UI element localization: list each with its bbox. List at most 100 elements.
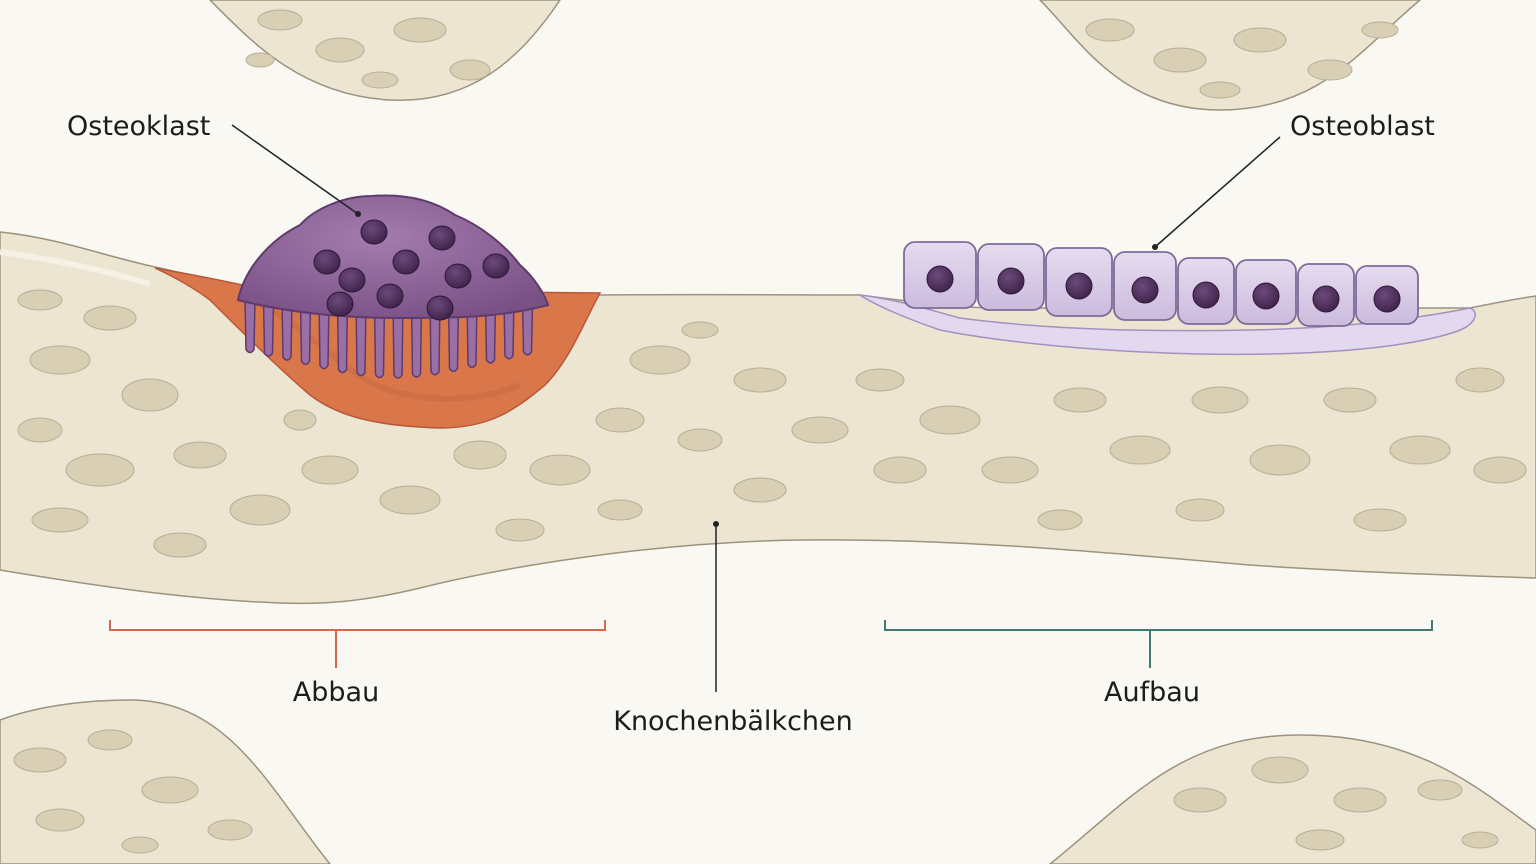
bone-surface-highlight xyxy=(0,249,151,287)
bone-pore xyxy=(1323,387,1377,413)
bone-pore xyxy=(315,37,365,63)
osteoblast-cell xyxy=(1235,259,1297,325)
bone-pore xyxy=(245,52,275,68)
trabecula-label: Knochenbälkchen xyxy=(613,706,853,737)
osteoblast-nucleus xyxy=(1131,276,1159,304)
bone-pore xyxy=(121,378,179,412)
bone-pores xyxy=(245,9,491,89)
bone-pore xyxy=(1175,498,1225,522)
osteoblast-row xyxy=(903,241,1419,327)
bone-pore xyxy=(981,456,1039,484)
bone-pore xyxy=(1361,21,1399,39)
ruffled-border-finger xyxy=(355,299,367,377)
bone-pore xyxy=(87,729,133,751)
bone-pore xyxy=(1295,829,1345,851)
bone-pore xyxy=(1455,367,1505,393)
osteoclast-nucleus xyxy=(428,225,456,251)
bone-pore xyxy=(173,441,227,469)
bone-pore xyxy=(31,507,89,533)
osteoblast-cell xyxy=(1297,263,1355,327)
bone-pore xyxy=(1251,756,1309,784)
ruffled-border xyxy=(244,299,534,379)
bone-pore xyxy=(283,409,317,431)
bone-pore xyxy=(29,345,91,375)
osteoblast-label: Osteoblast xyxy=(1290,111,1435,142)
bone-pore xyxy=(1461,831,1499,849)
bone-pore xyxy=(1473,456,1527,484)
osteoclast-body xyxy=(236,194,550,320)
bone-pore xyxy=(65,453,135,487)
ruffled-border-finger xyxy=(503,299,515,360)
bone-pore xyxy=(229,494,291,526)
bone-pore xyxy=(629,345,691,375)
osteoclast-nucleus xyxy=(482,253,510,279)
bone-pore xyxy=(453,440,507,470)
osteoclast-nucleus xyxy=(313,249,341,275)
bone-pore xyxy=(301,455,359,485)
bone-pore xyxy=(1353,508,1407,532)
osteoblast-nucleus xyxy=(1373,285,1401,313)
ruffled-border-finger xyxy=(281,299,293,361)
bone-pore xyxy=(1249,444,1311,476)
bone-pore xyxy=(597,499,643,521)
ruffled-border-finger xyxy=(318,299,330,370)
bone-pore xyxy=(153,532,207,558)
bone-pore xyxy=(17,289,63,311)
osteoclast-nuclei xyxy=(313,219,510,321)
resorption-label: Abbau xyxy=(293,677,379,708)
bone-pores xyxy=(17,289,1527,558)
ruffled-border-finger xyxy=(299,299,312,366)
ruffled-border-finger xyxy=(373,299,386,379)
osteoblast-leader-dot xyxy=(1152,244,1158,250)
bone-pore xyxy=(1333,787,1387,813)
ruffled-border-finger xyxy=(521,299,534,356)
background-trabecula-top-left xyxy=(208,0,561,101)
bone-pore xyxy=(141,776,199,804)
osteoid-seam xyxy=(859,294,1476,356)
bone-pore xyxy=(121,836,159,854)
bone-pore xyxy=(257,9,303,31)
osteoblast-nucleus xyxy=(1192,281,1220,309)
bone-pore xyxy=(1053,387,1107,413)
background-trabecula-bottom-right xyxy=(1048,734,1536,864)
resorption-bracket xyxy=(109,620,606,668)
bone-pore xyxy=(379,485,441,515)
formation-label: Aufbau xyxy=(1104,677,1200,708)
formation-bracket xyxy=(884,620,1433,668)
ruffled-border-finger xyxy=(336,299,349,374)
bone-pore xyxy=(495,518,545,542)
bone-pore xyxy=(393,17,447,43)
bone-pore xyxy=(1307,59,1353,81)
osteoclast-nucleus xyxy=(444,263,472,289)
bone-pore xyxy=(529,454,591,486)
bone-pore xyxy=(733,367,787,393)
bone-pore xyxy=(873,456,927,484)
bone-pore xyxy=(681,321,719,339)
bone-pore xyxy=(1109,435,1171,465)
osteoblast-nucleus xyxy=(926,265,954,293)
osteoblast-nucleus xyxy=(1065,272,1093,300)
background-trabecula-bottom-left xyxy=(0,699,331,864)
bone-pore xyxy=(733,477,787,503)
bone-pore xyxy=(1037,509,1083,531)
background-trabecula-top-right xyxy=(1038,0,1422,111)
ruffled-border-finger xyxy=(262,299,275,357)
bone-pore xyxy=(17,417,63,443)
bone-pore xyxy=(791,416,849,444)
osteoblast-cell xyxy=(1355,265,1419,325)
osteoblast-cell xyxy=(1113,251,1177,321)
osteoclast-nucleus xyxy=(338,267,366,293)
osteoclast-leader-line xyxy=(231,124,359,215)
bone-pore xyxy=(361,71,399,89)
osteoclast-label: Osteoklast xyxy=(67,111,210,142)
bone-pore xyxy=(13,747,67,773)
ruffled-border-finger xyxy=(410,299,423,378)
osteoblast-cell xyxy=(1045,247,1113,317)
bone-pore xyxy=(83,305,137,331)
bone-pore xyxy=(1233,27,1287,53)
bone-pore xyxy=(1199,81,1241,99)
bone-pore xyxy=(595,407,645,433)
bone-pores xyxy=(13,729,253,854)
trabecula-leader-dot xyxy=(713,521,719,527)
